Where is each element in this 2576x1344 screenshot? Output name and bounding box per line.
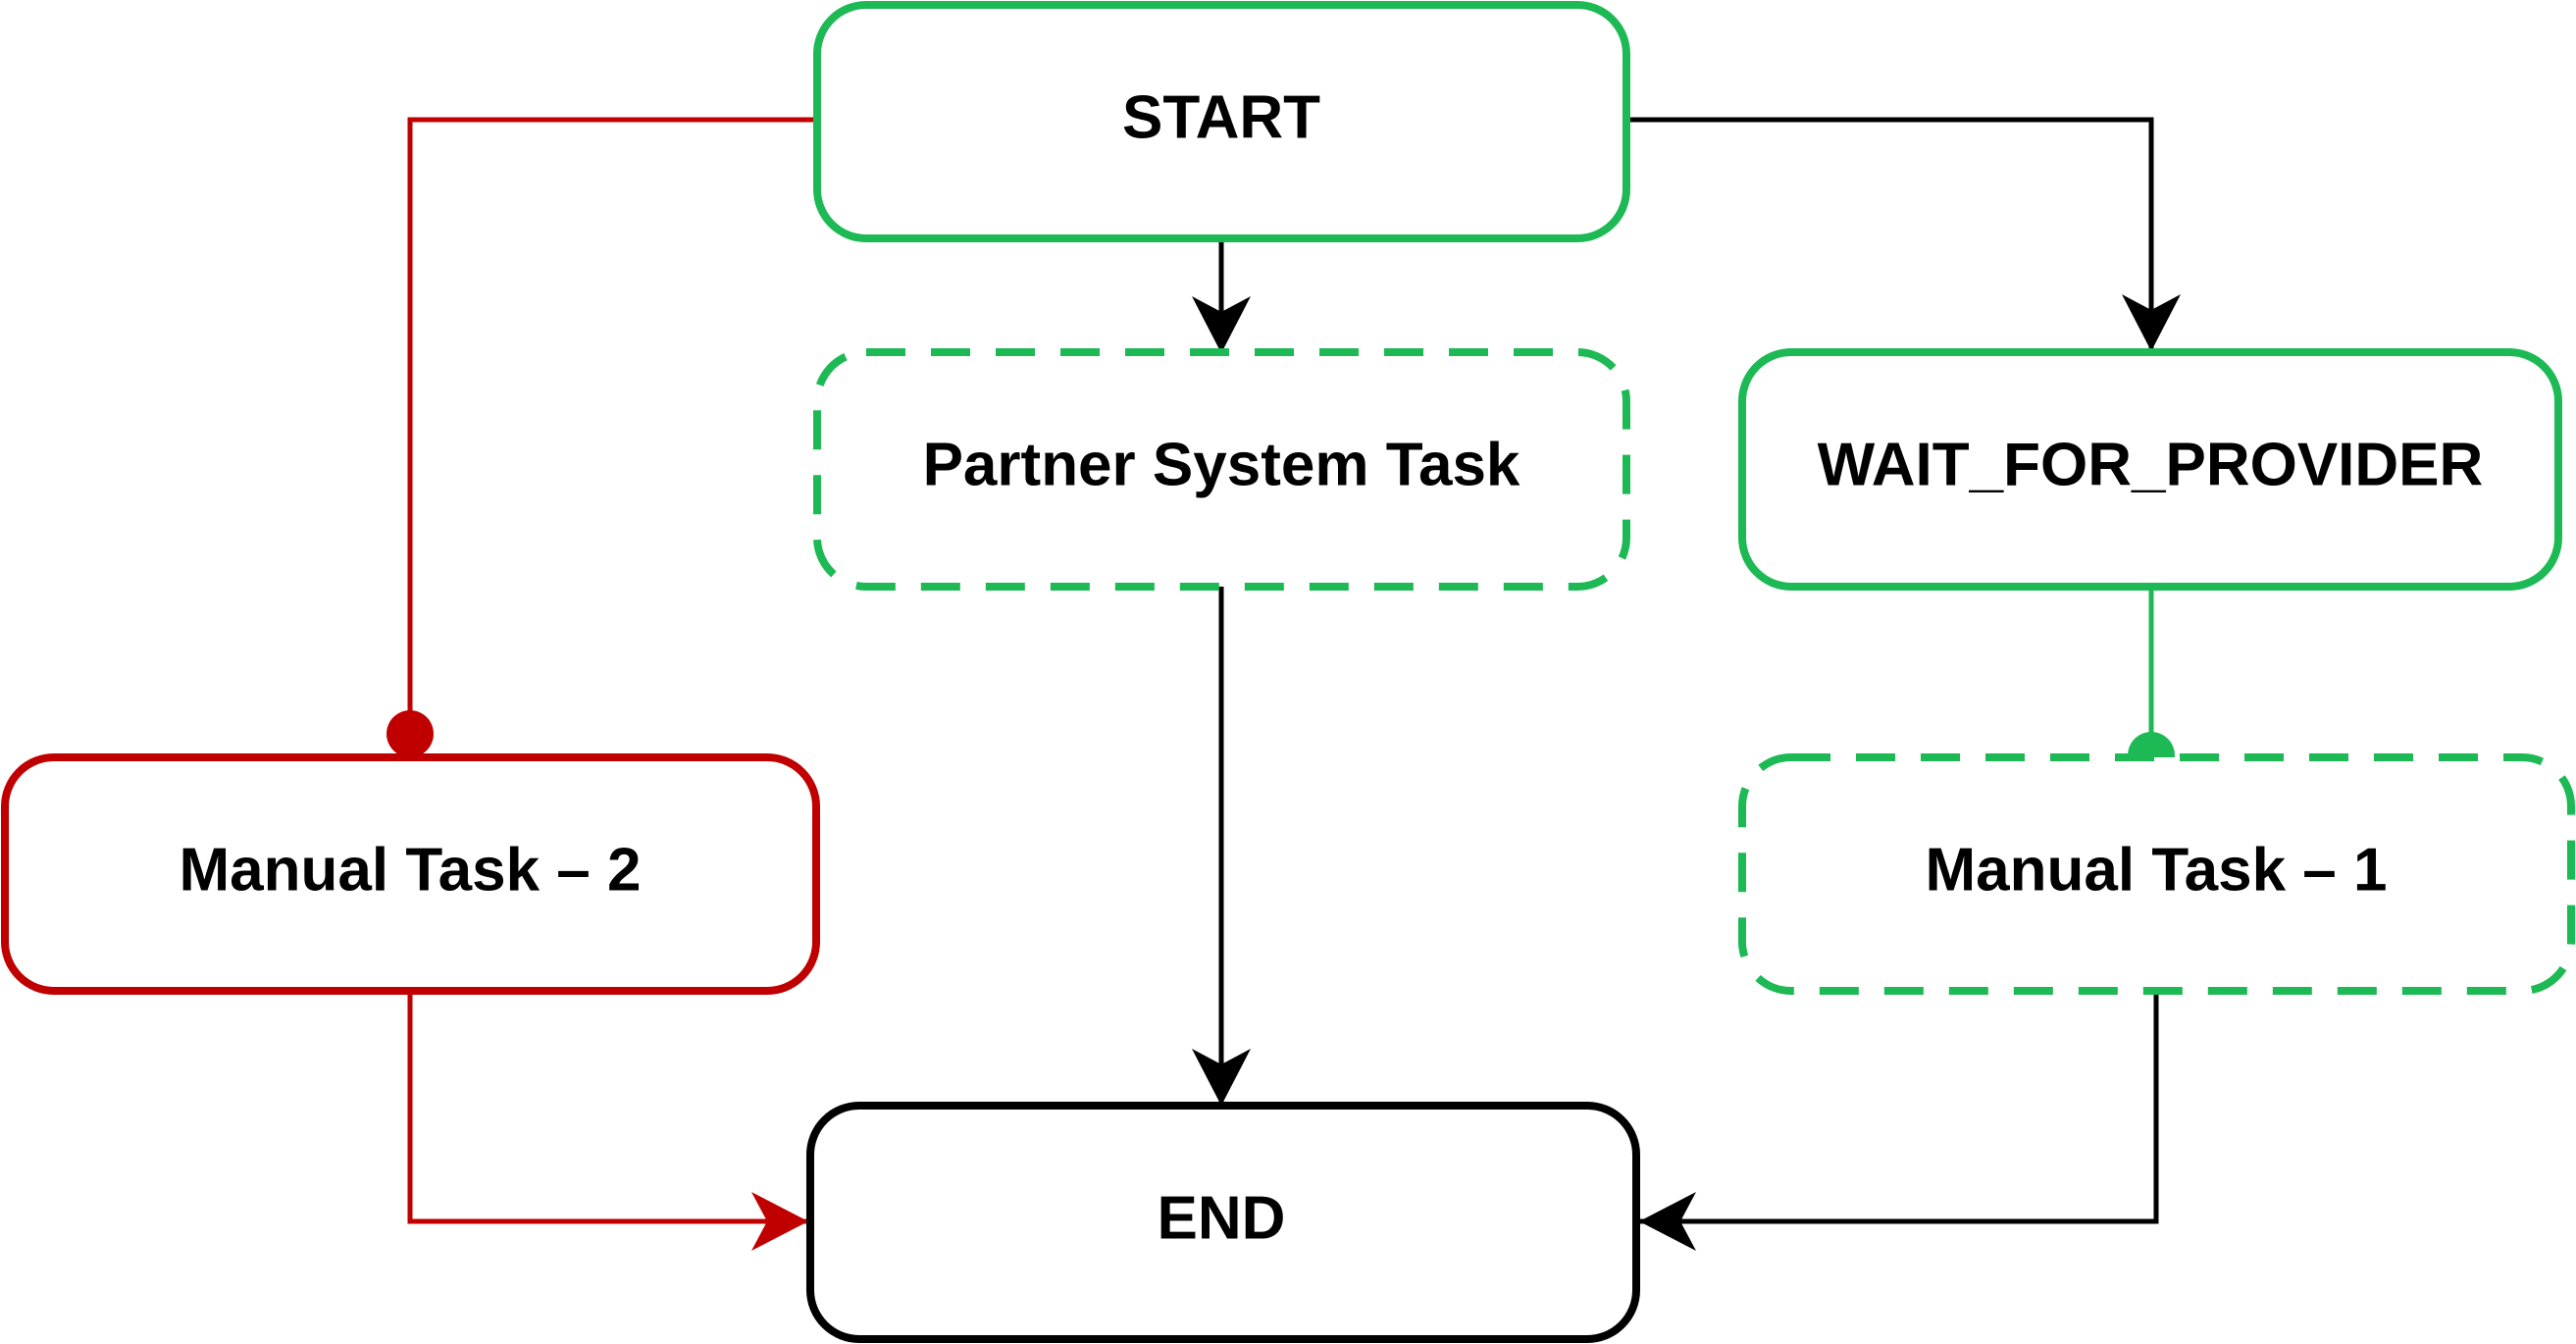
node-start-box [813,1,1630,242]
node-manual-task-2-box [1,753,820,995]
node-partner-system-task-box [813,348,1630,591]
edge-manual-task-2-to-end [407,991,808,1251]
edge-start-to-wait-for-provider [1626,117,2181,351]
edge-start-to-manual-task-2 [407,117,817,734]
edge-start-to-manual-task-2-dot [386,710,434,757]
node-manual-task-2-label: Manual Task – 2 [180,836,642,904]
node-end-box [806,1102,1640,1343]
node-manual-task-1-box [1738,753,2575,995]
node-start[interactable]: START [813,1,1630,242]
node-end[interactable]: END [806,1102,1640,1343]
node-wait-for-provider-label: WAIT_FOR_PROVIDER [1818,431,2484,498]
node-wait-for-provider-box [1738,348,2562,591]
node-start-label: START [1122,83,1320,151]
node-end-label: END [1158,1184,1286,1252]
node-wait-for-provider[interactable]: WAIT_FOR_PROVIDER [1738,348,2562,591]
node-partner-system-task-label: Partner System Task [923,431,1520,498]
node-manual-task-2[interactable]: Manual Task – 2 [1,753,820,995]
node-manual-task-1-label: Manual Task – 1 [1926,836,2388,904]
edge-manual-task-1-to-end [1639,991,2159,1251]
node-manual-task-1[interactable]: Manual Task – 1 [1738,753,2575,995]
node-partner-system-task[interactable]: Partner System Task [813,348,1630,591]
